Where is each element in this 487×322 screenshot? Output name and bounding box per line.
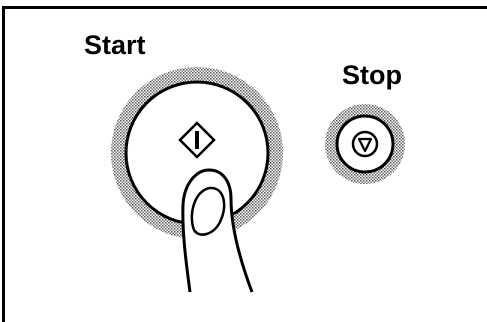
stop-octagon-icon <box>353 132 377 156</box>
stop-button[interactable] <box>325 104 405 184</box>
